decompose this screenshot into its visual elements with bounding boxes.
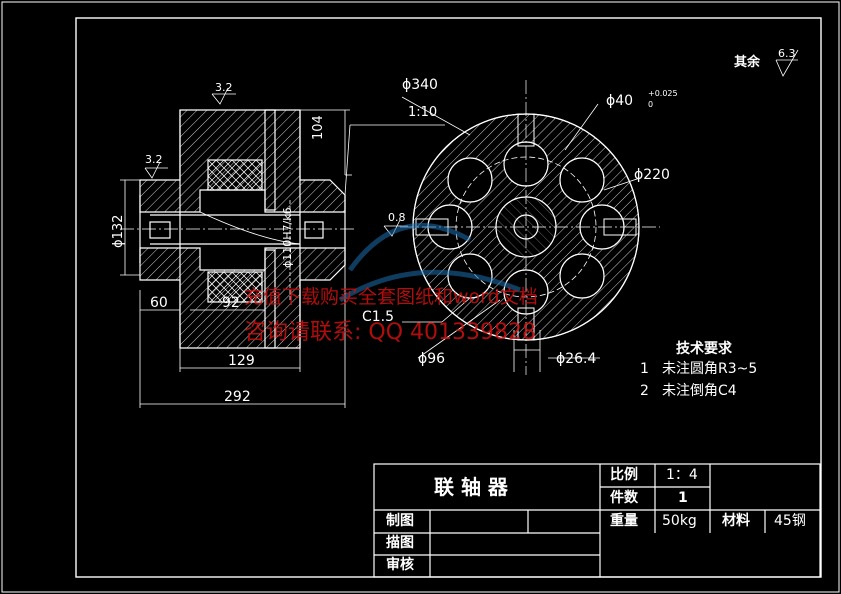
section-dimensions: [120, 49, 799, 408]
dim-chamfer: C1.5: [362, 309, 395, 325]
dim-92: 92: [222, 295, 240, 311]
tech-req-item-1-num: 1: [640, 361, 649, 377]
tech-req-item-2-num: 2: [640, 383, 649, 399]
material-value: 45钢: [774, 513, 806, 529]
watermark-line-2: 咨询请联系: QQ 401339828: [244, 320, 537, 345]
tol-phi40-lower: 0: [648, 100, 654, 109]
dim-phi26: ϕ26.4: [556, 351, 597, 367]
drawn-label: 制图: [386, 513, 414, 529]
dim-bore-fit: ϕ110H7/k6: [281, 207, 294, 268]
dim-phi220: ϕ220: [634, 167, 670, 183]
traced-label: 描图: [386, 535, 414, 551]
part-name: 联 轴 器: [434, 475, 508, 499]
weight-label: 重量: [610, 513, 638, 529]
tech-req-title: 技术要求: [676, 341, 732, 357]
watermark-logo: [338, 223, 521, 303]
watermark-line-1: 充值下载购买全套图纸和word文档: [244, 286, 538, 308]
end-view: [400, 80, 660, 375]
dim-phi40: ϕ40: [606, 93, 634, 109]
checked-label: 审核: [386, 557, 414, 573]
tol-phi40-upper: +0.025: [648, 89, 678, 98]
dim-129: 129: [228, 353, 255, 369]
scale-value: 1：4: [666, 467, 698, 483]
dim-phi132: ϕ132: [111, 214, 126, 248]
end-view-dimensions: [401, 96, 641, 372]
dim-phi96: ϕ96: [418, 351, 446, 367]
dim-60: 60: [150, 295, 168, 311]
roughness-bore: 0.8: [388, 211, 406, 224]
tech-req-item-1-text: 未注圆角R3~5: [662, 361, 758, 377]
qty-label: 件数: [610, 490, 638, 506]
roughness-top: 3.2: [215, 81, 233, 94]
dim-292: 292: [224, 389, 251, 405]
weight-value: 50kg: [662, 513, 697, 529]
surface-note-label: 其余: [734, 55, 761, 70]
dim-104: 104: [311, 115, 326, 140]
dim-taper: 1:10: [408, 105, 438, 120]
title-block-lines: [373, 463, 821, 578]
qty-value: 1: [678, 490, 688, 506]
surface-note-roughness: 6.3: [778, 47, 796, 60]
material-label: 材料: [722, 513, 750, 529]
dim-phi340: ϕ340: [402, 77, 438, 93]
scale-label: 比例: [610, 467, 638, 483]
section-view: [120, 109, 355, 349]
tech-req-item-2-text: 未注倒角C4: [662, 383, 737, 399]
roughness-left: 3.2: [145, 153, 163, 166]
